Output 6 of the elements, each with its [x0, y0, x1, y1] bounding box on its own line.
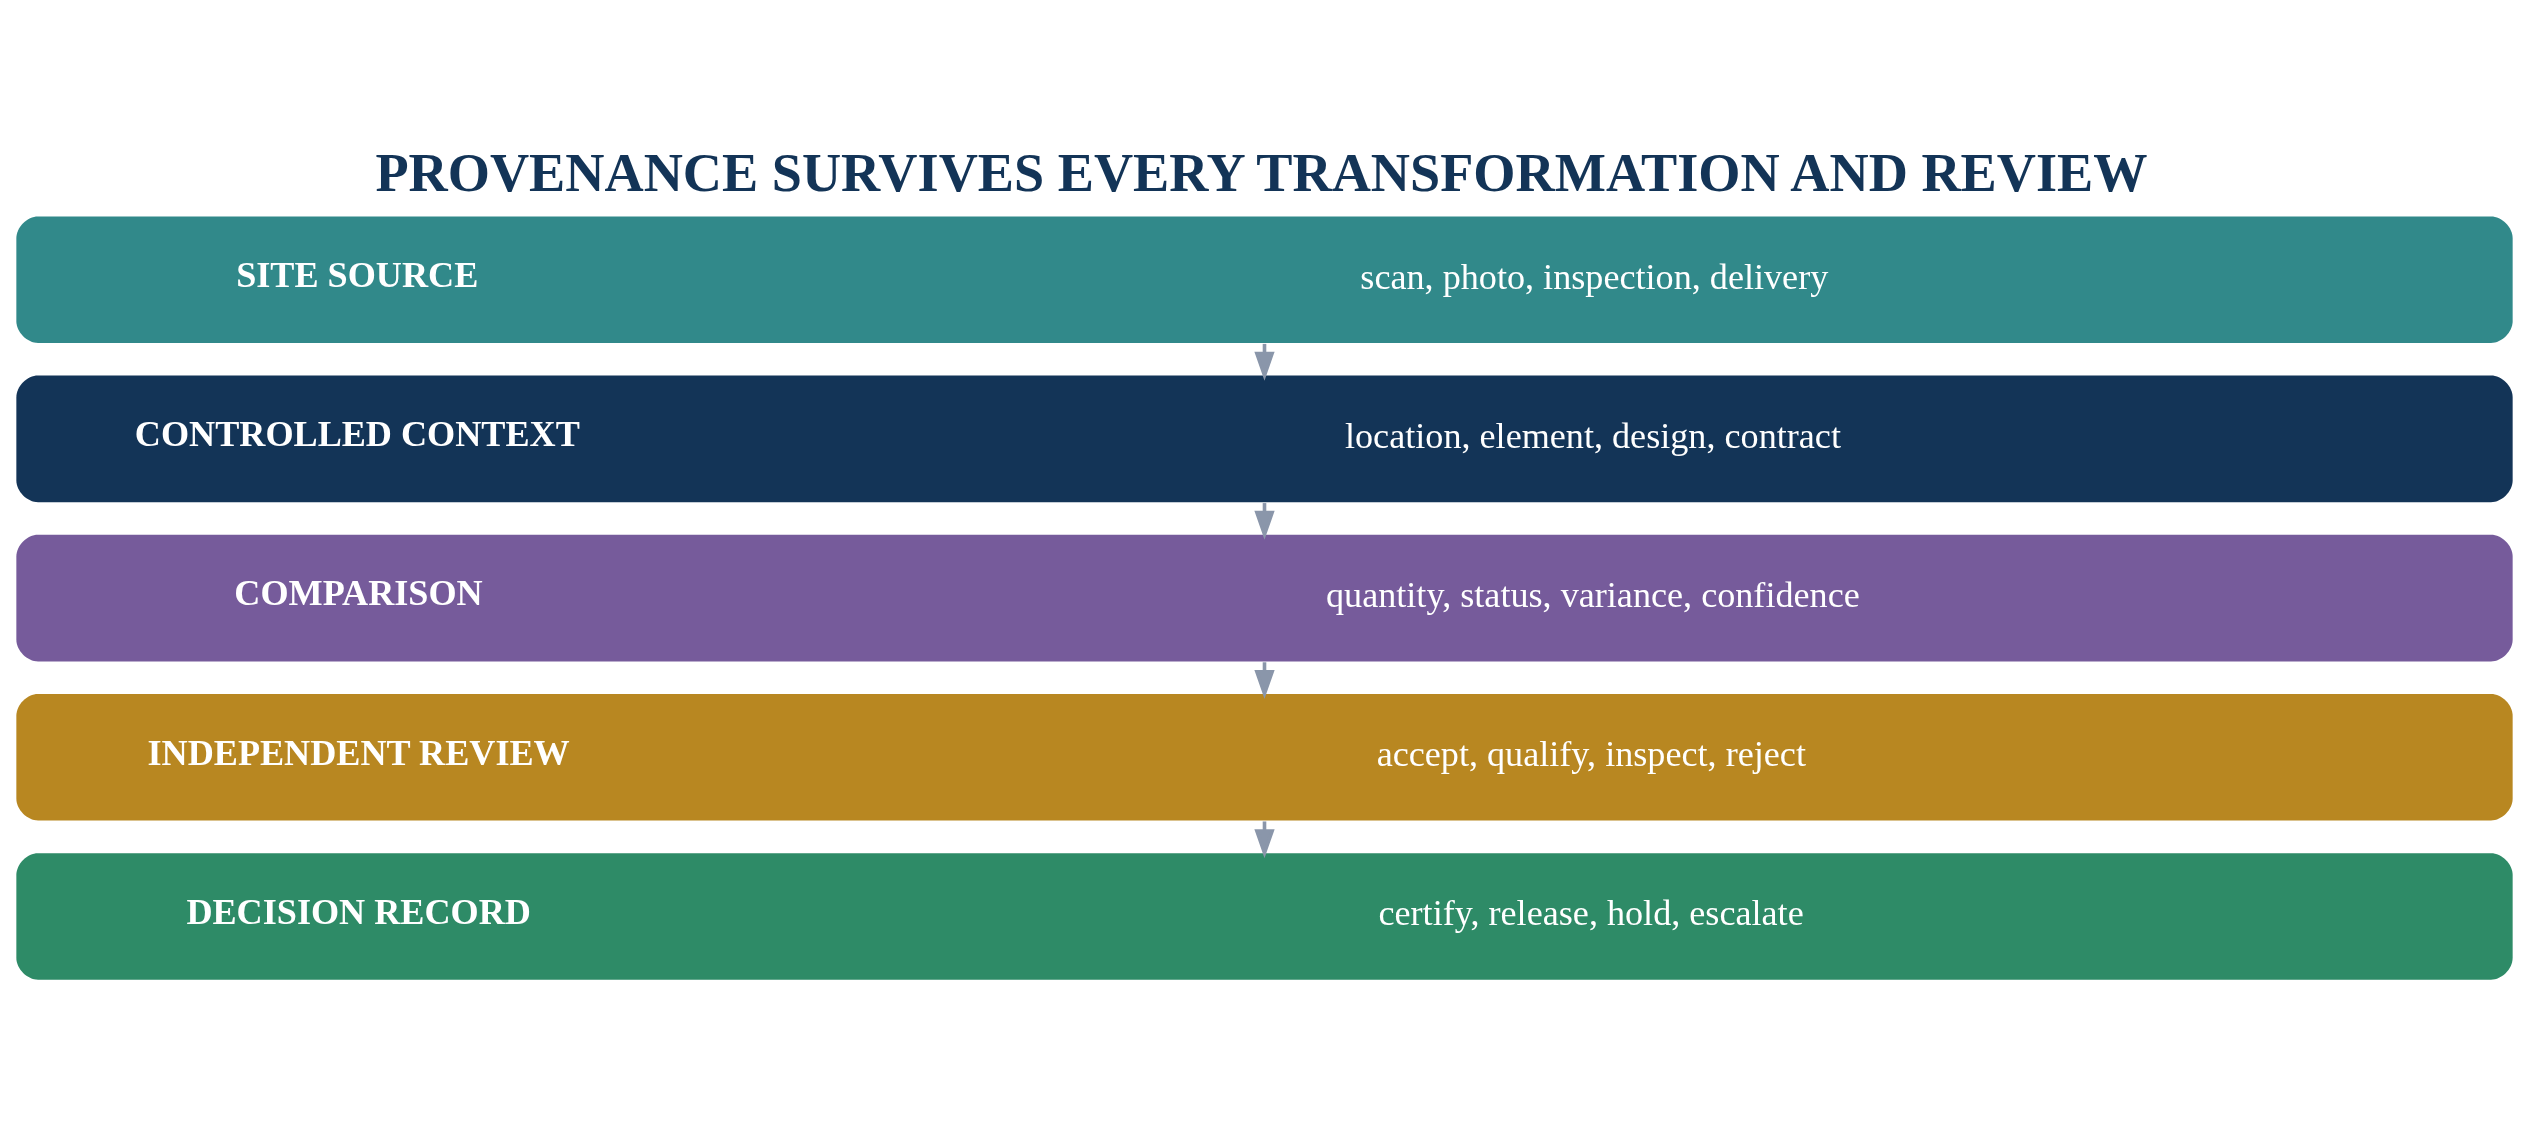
diagram-title: PROVENANCE SURVIVES EVERY TRANSFORMATION AND REVIEW: [375, 143, 2148, 204]
node-box: DECISION RECORD certify, release, hold, escalate: [16, 853, 2513, 980]
node-box: SITE SOURCE scan, photo, inspection, delivery: [16, 216, 2513, 344]
node-box: INDEPENDENT REVIEW accept, qualify, inspect, reject: [16, 693, 2513, 821]
node-box: COMPARISON quantity, status, variance, confidence: [16, 534, 2513, 662]
node-box: CONTROLLED CONTEXT location, element, design, contract: [16, 375, 2513, 503]
